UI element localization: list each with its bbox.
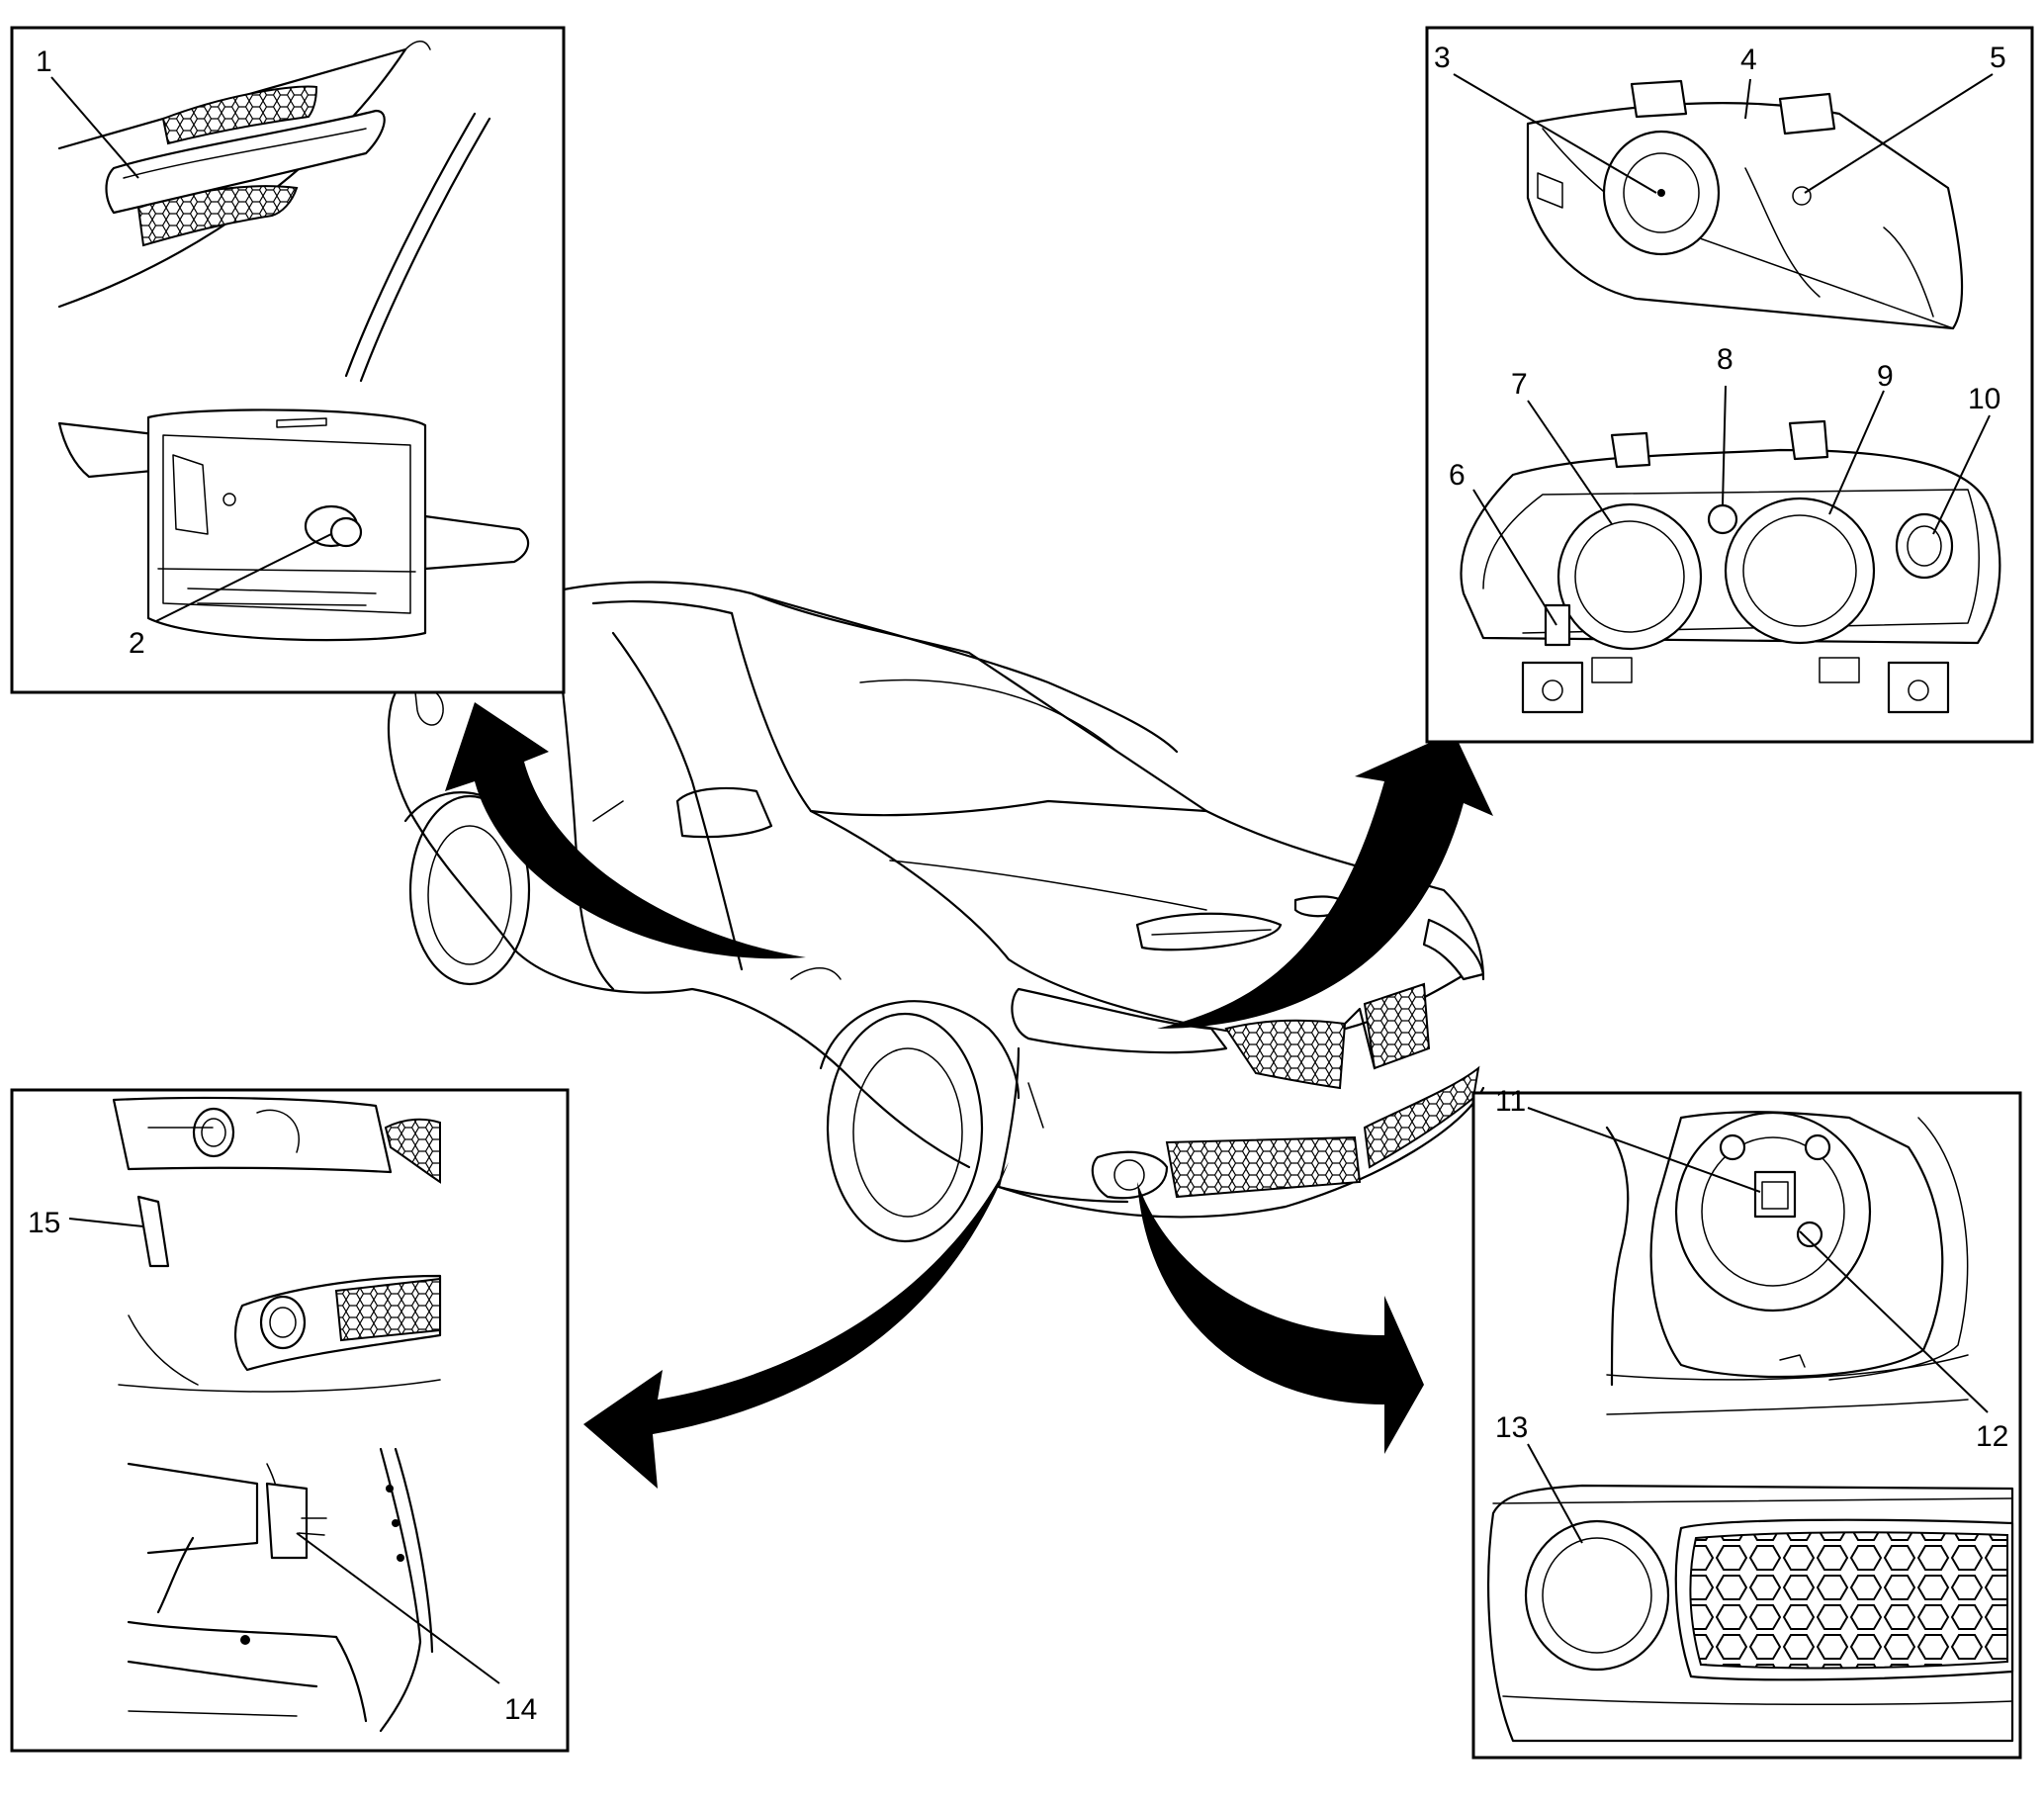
callout-13: 13 xyxy=(1495,1411,1528,1444)
callout-11: 11 xyxy=(1495,1085,1526,1118)
arrow-to-side-marker-panel xyxy=(445,702,806,959)
callout-15: 15 xyxy=(28,1207,60,1239)
callout-12: 12 xyxy=(1976,1420,2008,1453)
panel-headlamp xyxy=(1425,26,2034,744)
callout-7: 7 xyxy=(1511,368,1528,401)
callout-10: 10 xyxy=(1968,383,2000,415)
panel-front-marker xyxy=(10,1088,570,1753)
arrow-to-front-marker-panel xyxy=(583,1162,1009,1489)
callout-14: 14 xyxy=(504,1693,537,1726)
callout-4: 4 xyxy=(1740,44,1757,76)
locator-arrows xyxy=(445,702,1493,1489)
callout-1: 1 xyxy=(36,45,52,78)
callout-6: 6 xyxy=(1449,459,1466,492)
panel-fog-lamp xyxy=(1471,1091,2022,1760)
arrow-to-headlamp-panel xyxy=(1157,732,1493,1029)
arrow-to-fog-lamp-panel xyxy=(1137,1182,1424,1454)
callout-labels: 1 2 3 4 5 6 7 8 9 10 11 12 13 14 15 xyxy=(28,42,2008,1726)
callout-5: 5 xyxy=(1990,42,2006,74)
callout-9: 9 xyxy=(1877,360,1894,393)
leader-lines xyxy=(50,73,1994,1684)
callout-2: 2 xyxy=(129,627,145,660)
callout-8: 8 xyxy=(1717,343,1733,376)
callout-3: 3 xyxy=(1434,42,1451,74)
